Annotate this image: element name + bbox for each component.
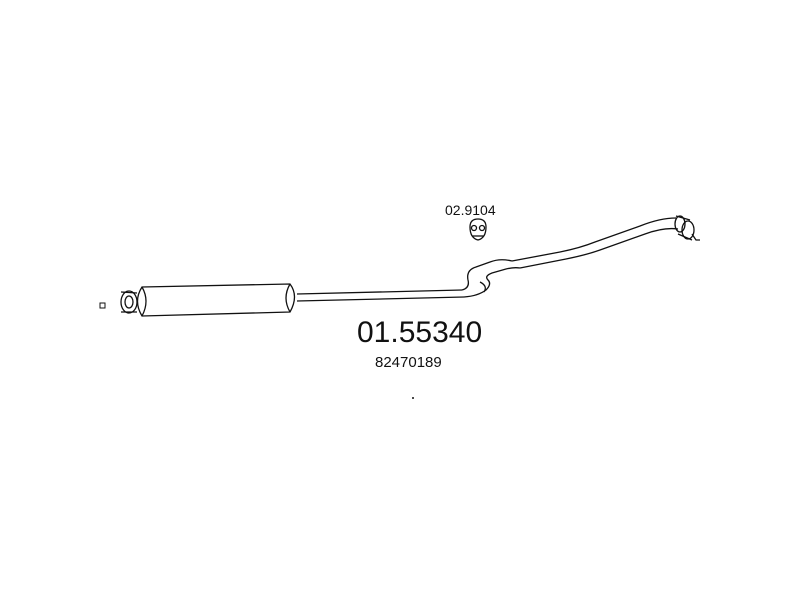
silencer-body	[136, 283, 296, 317]
exhaust-pipe	[296, 217, 679, 302]
outlet-flange	[674, 215, 700, 241]
main-part-number: 01.55340	[357, 316, 483, 349]
dot-marker	[412, 397, 414, 399]
inlet-flange	[120, 290, 138, 314]
oe-part-number: 82470189	[375, 354, 442, 371]
hanger-part-number: 02.9104	[445, 202, 496, 218]
left-marker	[99, 302, 106, 309]
rubber-hanger	[469, 218, 487, 241]
